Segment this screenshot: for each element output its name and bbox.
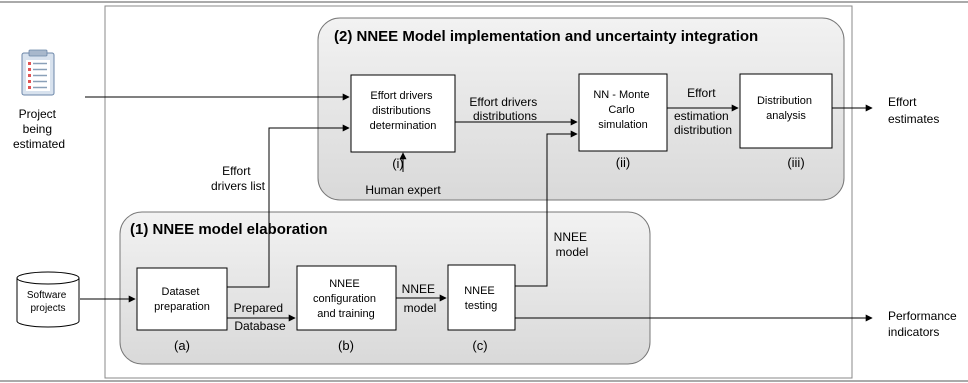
- effort-drivers-box-label: Effort drivers distributions determinati…: [370, 90, 437, 132]
- panel-elaboration-title: (1) NNEE model elaboration: [130, 221, 328, 238]
- dataset-preparation-box-label: Dataset preparation: [154, 286, 210, 313]
- label-effort-estimation-distribution: Effort estimation distribution: [674, 86, 732, 137]
- nnee-config-box-label: NNEE configuration and training: [313, 278, 379, 320]
- label-nnee-model-up: NNEE model: [554, 230, 591, 259]
- nnee-testing-box-label: NNEE testing: [464, 285, 498, 312]
- label-human-expert: Human expert: [365, 183, 441, 197]
- label-effort-drivers-distributions: Effort drivers distributions: [469, 95, 540, 123]
- distribution-analysis-box-label: Distribution analysis: [757, 95, 815, 122]
- nn-monte-carlo-box-label: NN - Monte Carlo simulation: [593, 89, 652, 131]
- dataset-preparation-box: [136, 267, 228, 331]
- output-effort-estimates: Effort estimates: [888, 95, 939, 126]
- step-label-i: (i): [392, 156, 404, 171]
- database-icon: [16, 271, 80, 328]
- step-label-ii: (ii): [616, 155, 630, 170]
- nnee-testing-box: [447, 264, 516, 331]
- project-input-label: Project being estimated: [13, 107, 65, 151]
- arrow-testing-to-nn: [515, 130, 578, 287]
- label-prepared-database: Prepared Database: [234, 301, 287, 333]
- distribution-analysis-box: [739, 73, 833, 149]
- arrow-drivers-list: [227, 124, 350, 288]
- nn-monte-carlo-box: [578, 73, 668, 152]
- panel-implementation-title: (2) NNEE Model implementation and uncert…: [334, 28, 758, 45]
- document-icon: [21, 49, 55, 96]
- effort-drivers-box: [350, 74, 456, 153]
- label-nnee-model-small: NNEE model: [402, 282, 439, 315]
- step-label-a: (a): [174, 338, 190, 353]
- step-label-iii: (iii): [787, 155, 804, 170]
- step-label-c: (c): [472, 338, 487, 353]
- output-performance-indicators: Performance indicators: [888, 309, 960, 339]
- software-projects-label: Software projects: [27, 290, 69, 314]
- step-label-b: (b): [338, 338, 354, 353]
- outer-frame: [104, 5, 853, 379]
- nnee-config-box: [296, 265, 397, 331]
- label-effort-drivers-list: Effort drivers list: [211, 164, 266, 193]
